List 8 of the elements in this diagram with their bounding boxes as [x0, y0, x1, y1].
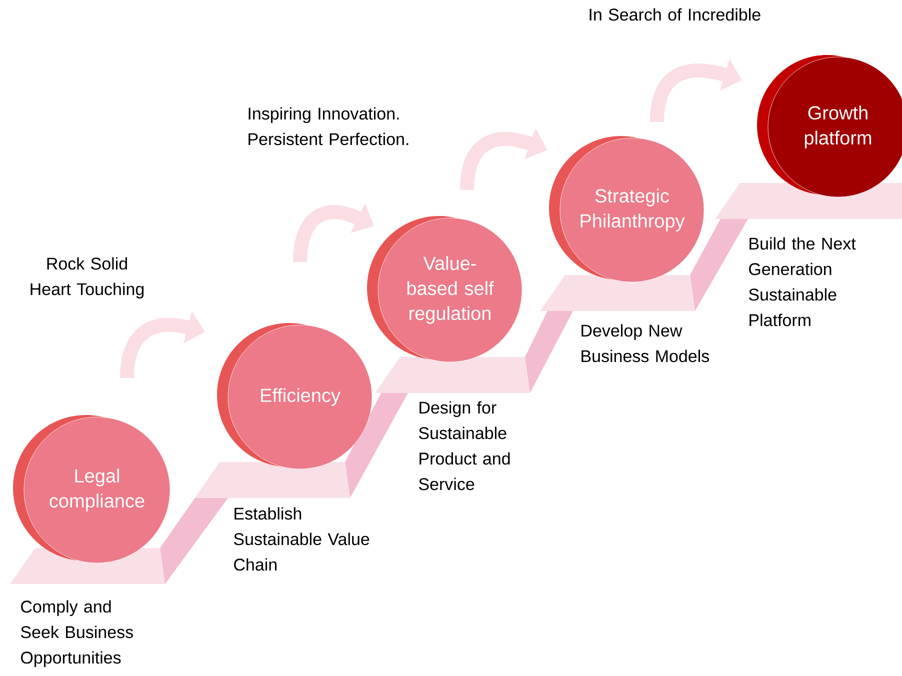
slogan-text: In Search of Incredible [590, 8, 760, 21]
step-caption: Design for Sustainable Product and Service [418, 401, 510, 490]
step-caption: Establish Sustainable Value Chain [234, 507, 370, 571]
step-caption: Comply and Seek Business Opportunities [20, 600, 133, 668]
slogan-text: Rock Solid Heart Touching [30, 257, 144, 299]
slogan-text: Inspiring Innovation. Persistent Perfection. [248, 107, 408, 146]
step-caption: Build the Next Generation Sustainable Platform [748, 237, 856, 326]
step-caption: Develop New Business Models [582, 324, 710, 362]
